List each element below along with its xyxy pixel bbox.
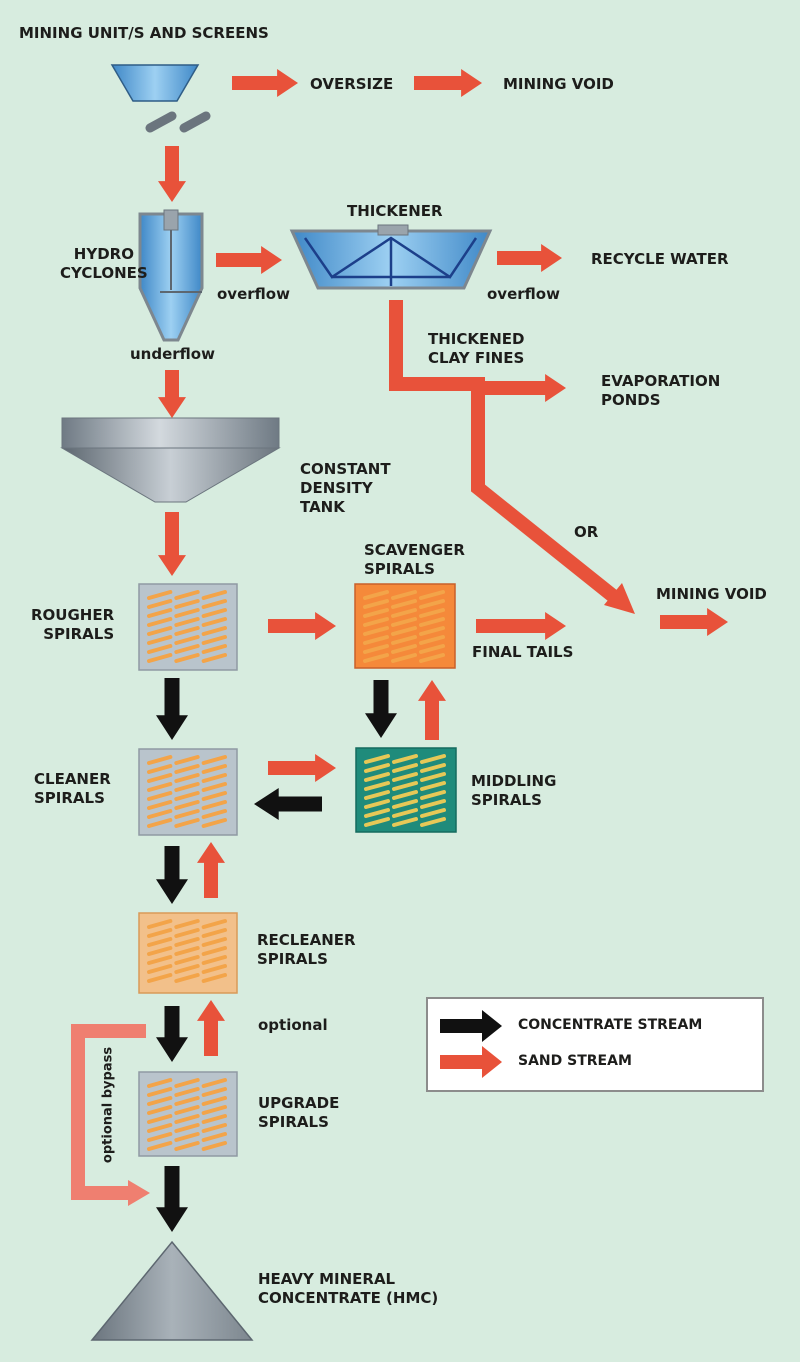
arrow-scavenger-to-middling [365, 680, 397, 738]
label-cleaner-spirals: CLEANER SPIRALS [34, 770, 111, 807]
arrow-to-oversize [232, 69, 298, 97]
label-evaporation-ponds: EVAPORATION PONDS [601, 372, 721, 409]
label-final-tails: FINAL TAILS [472, 643, 574, 661]
thickener [289, 224, 493, 290]
scavenger-spirals-unit [354, 583, 456, 669]
arrow-recleaner-to-cleaner [197, 842, 225, 898]
label-oversize: OVERSIZE [310, 75, 394, 93]
label-overflow-thickener: overflow [487, 285, 560, 303]
arrow-rougher-to-scavenger [268, 612, 336, 640]
legend-sand-arrow [440, 1046, 502, 1078]
label-mining-void-top: MINING VOID [503, 75, 614, 93]
arrow-to-mining-void-right [660, 608, 728, 636]
label-hmc: HEAVY MINERAL CONCENTRATE (HMC) [258, 1270, 439, 1307]
arrow-middling-to-cleaner [254, 788, 322, 820]
label-thickener: THICKENER [347, 202, 443, 220]
label-recleaner-spirals: RECLEANER SPIRALS [257, 931, 356, 968]
legend-sand-label: SAND STREAM [518, 1053, 632, 1069]
label-hydro-cyclones: HYDRO CYCLONES [60, 245, 148, 282]
arrow-final-tails [476, 612, 566, 640]
arrow-cyclone-overflow [216, 246, 282, 274]
recleaner-spirals-unit [138, 912, 238, 994]
arrow-cleaner-to-middling [268, 754, 336, 782]
arrow-tank-to-rougher [158, 512, 186, 576]
rougher-spirals-unit [138, 583, 238, 671]
arrow-screen-to-cyclone [158, 146, 186, 202]
label-middling-spirals: MIDDLING SPIRALS [471, 772, 557, 809]
legend: CONCENTRATE STREAM SAND STREAM [426, 997, 764, 1092]
arrow-rougher-to-cleaner [156, 678, 188, 740]
label-recycle-water: RECYCLE WATER [591, 250, 729, 268]
arrow-to-evaporation-ponds [478, 374, 566, 402]
label-constant-density-tank: CONSTANT DENSITY TANK [300, 460, 391, 516]
legend-concentrate-label: CONCENTRATE STREAM [518, 1017, 703, 1033]
arrow-to-mining-void-top [414, 69, 482, 97]
optional-bypass-line [71, 1024, 150, 1206]
hydro-cyclone [138, 209, 204, 342]
label-rougher-spirals: ROUGHER SPIRALS [31, 606, 115, 643]
arrow-upgrade-to-recleaner [197, 1000, 225, 1056]
label-mining-void-right: MINING VOID [656, 585, 767, 603]
arrow-thickener-overflow [497, 244, 562, 272]
arrow-cleaner-to-recleaner [156, 846, 188, 904]
upgrade-spirals-unit [138, 1071, 238, 1157]
legend-swatches [440, 1010, 502, 1078]
label-optional: optional [258, 1016, 328, 1034]
arrow-recleaner-to-upgrade [156, 1006, 188, 1062]
label-upgrade-spirals: UPGRADE SPIRALS [258, 1094, 340, 1131]
middling-spirals-unit [355, 747, 457, 833]
hmc-pile [90, 1240, 254, 1341]
cleaner-spirals-unit [138, 748, 238, 836]
label-overflow-cyclone: overflow [217, 285, 290, 303]
label-mining-units: MINING UNIT/S AND SCREENS [19, 24, 269, 42]
arrow-underflow-to-tank [158, 370, 186, 418]
constant-density-tank [60, 417, 281, 503]
label-optional-bypass: optional bypass [100, 1046, 116, 1164]
label-underflow: underflow [130, 345, 215, 363]
label-scavenger-spirals: SCAVENGER SPIRALS [364, 541, 465, 578]
screen-hopper [110, 64, 211, 133]
arrow-middling-to-scavenger [418, 680, 446, 740]
clay-fines-arrowhead [604, 583, 635, 614]
arrow-upgrade-to-hmc [156, 1166, 188, 1232]
label-or: OR [574, 523, 599, 541]
legend-concentrate-arrow [440, 1010, 502, 1042]
label-thickened-clay-fines: THICKENED CLAY FINES [428, 330, 525, 367]
